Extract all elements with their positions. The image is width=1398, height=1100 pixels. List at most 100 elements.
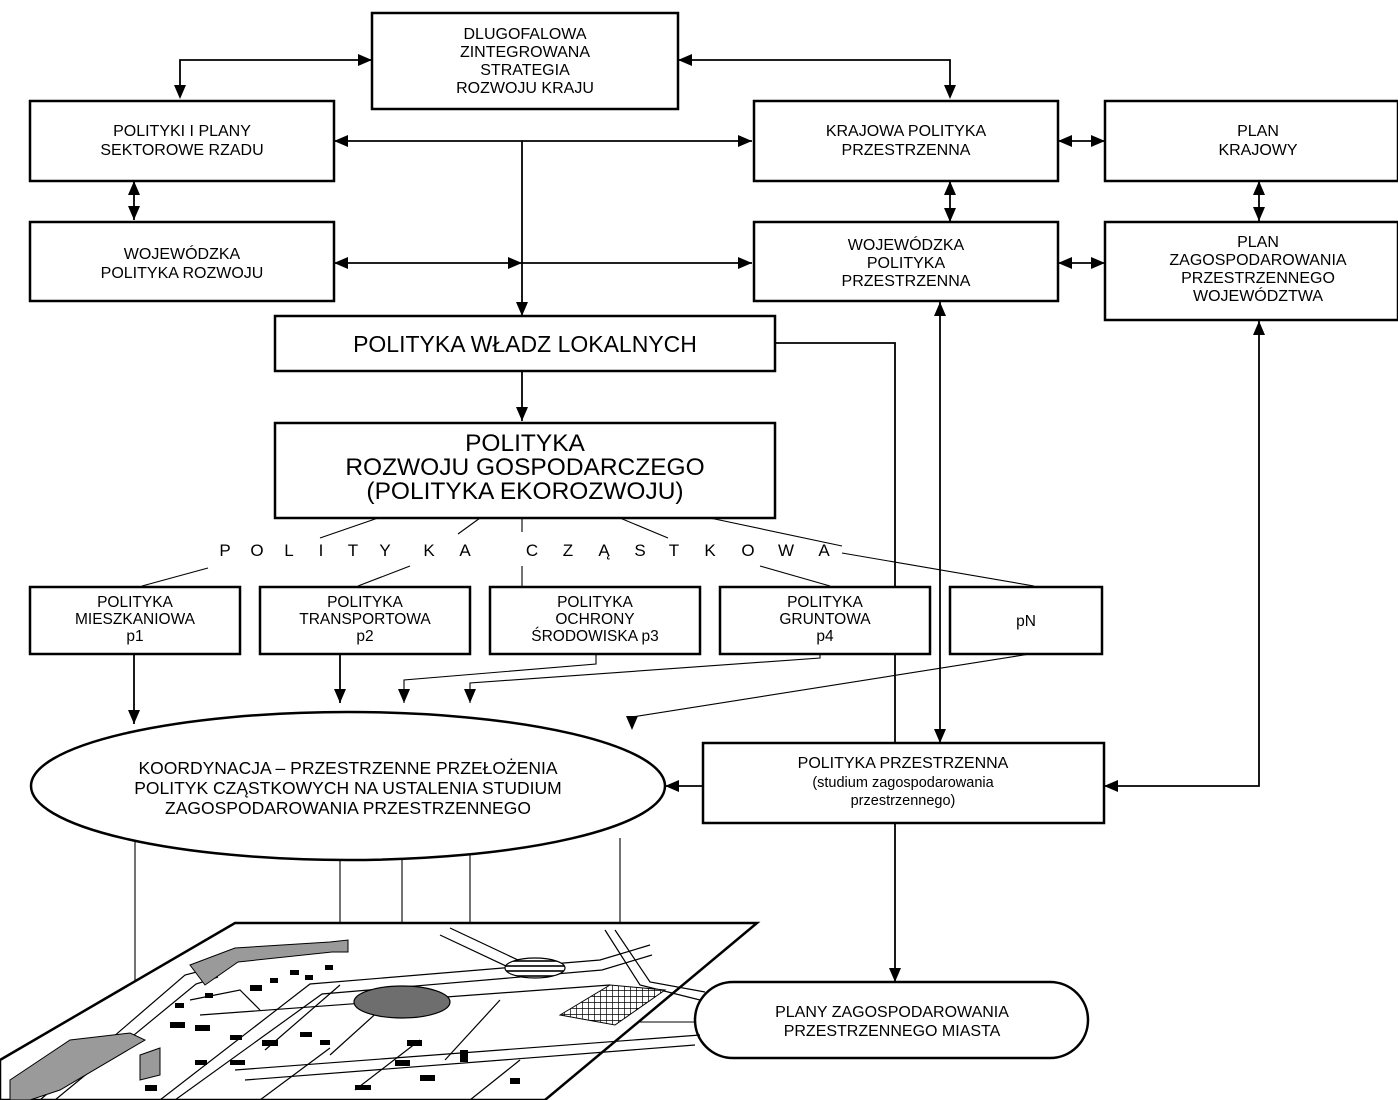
- diagram-label: POLITYKA PRZESTRZENNA: [798, 755, 1009, 772]
- diagram-label: T: [669, 541, 679, 560]
- box-policy-pn: pN: [950, 587, 1102, 654]
- diagram-label: POLITYKA: [327, 594, 403, 611]
- arrowhead: [1058, 135, 1072, 147]
- diagram-label: STRATEGIA: [480, 62, 570, 79]
- arrowhead: [516, 302, 528, 316]
- diagram-label: A: [459, 541, 471, 560]
- diagram-label: POLITYKA: [867, 255, 946, 272]
- box-transport-policy-p2: POLITYKA TRANSPORTOWA p2: [260, 587, 470, 654]
- diagram-label: PRZESTRZENNEGO: [1181, 270, 1335, 287]
- arrowhead: [1104, 780, 1118, 792]
- connectors: [128, 54, 1265, 1022]
- diagram-label: ROZWOJU GOSPODARCZEGO: [345, 454, 704, 481]
- diagram-label: POLITYKA: [787, 594, 863, 611]
- diagram-label: K: [423, 541, 435, 560]
- arrowhead: [889, 968, 901, 982]
- box-voivodeship-development-policy: WOJEWÓDZKA POLITYKA ROZWOJU: [30, 222, 334, 301]
- arrowhead: [678, 54, 692, 66]
- arrowhead: [1091, 257, 1105, 269]
- arrowhead: [665, 780, 679, 792]
- arrowhead: [1253, 207, 1265, 221]
- partial-policy-caption: P O L I T Y K A C Z Ą S T K O W A: [219, 541, 830, 560]
- box-housing-policy-p1: POLITYKA MIESZKANIOWA p1: [30, 587, 240, 654]
- diagram-label: p4: [816, 628, 834, 645]
- diagram-label: ŚRODOWISKA p3: [531, 627, 658, 645]
- box-national-spatial-policy: KRAJOWA POLITYKA PRZESTRZENNA: [754, 101, 1058, 181]
- diagram-label: KRAJOWA POLITYKA: [826, 123, 987, 140]
- diagram-label: (studium zagospodarowania: [812, 775, 994, 791]
- diagram-label: SEKTOROWE RZADU: [100, 142, 263, 159]
- diagram-label: I: [319, 541, 324, 560]
- arrowhead: [1253, 181, 1265, 195]
- diagram-label: PRZESTRZENNA: [842, 273, 971, 290]
- city-plans-pill: PLANY ZAGOSPODAROWANIA PRZESTRZENNEGO MI…: [695, 982, 1088, 1058]
- diagram-label: ROZWOJU KRAJU: [456, 80, 594, 97]
- diagram-label: MIESZKANIOWA: [75, 611, 196, 628]
- box-economic-development-policy: POLITYKA ROZWOJU GOSPODARCZEGO (POLITYKA…: [275, 423, 775, 518]
- diagram-label: POLITYKA ROZWOJU: [101, 265, 264, 282]
- diagram-label: OCHRONY: [555, 611, 634, 628]
- diagram-label: POLITYKA WŁADZ LOKALNYCH: [353, 331, 697, 357]
- diagram-label: p1: [126, 628, 143, 645]
- diagram-label: L: [284, 541, 293, 560]
- arrowhead: [944, 85, 956, 99]
- diagram-label: O: [741, 541, 754, 560]
- arrowhead: [334, 689, 346, 703]
- box-strategy: DLUGOFALOWA ZINTEGROWANA STRATEGIA ROZWO…: [372, 13, 678, 109]
- diagram-label: (POLITYKA EKOROZWOJU): [366, 478, 683, 505]
- arrowhead: [738, 135, 752, 147]
- diagram-label: WOJEWÓDZTWA: [1193, 286, 1323, 305]
- diagram-label: PRZESTRZENNEGO MIASTA: [784, 1023, 1001, 1040]
- arrowhead: [334, 257, 348, 269]
- diagram-label: K: [704, 541, 716, 560]
- diagram-label: PLANY ZAGOSPODAROWANIA: [775, 1004, 1009, 1021]
- arrowhead: [128, 181, 140, 195]
- diagram-label: T: [348, 541, 358, 560]
- box-spatial-policy-study: POLITYKA PRZESTRZENNA (studium zagospoda…: [703, 743, 1104, 823]
- diagram-label: POLITYKA: [557, 594, 633, 611]
- arrowhead: [626, 716, 638, 730]
- diagram-label: POLITYKA: [97, 594, 173, 611]
- diagram-label: P: [219, 541, 230, 560]
- diagram-label: KRAJOWY: [1218, 142, 1297, 159]
- coordination-ellipse: KOORDYNACJA – PRZESTRZENNE PRZEŁOŻENIA P…: [31, 712, 665, 860]
- diagram-label: Z: [563, 541, 573, 560]
- diagram-label: DLUGOFALOWA: [464, 26, 587, 43]
- arrowhead: [934, 729, 946, 743]
- box-sectoral-policies: POLITYKI I PLANY SEKTOROWE RZADU: [30, 101, 334, 181]
- arrowhead: [398, 689, 410, 703]
- city-map-illustration: [0, 923, 757, 1100]
- diagram-label: PLAN: [1237, 234, 1279, 251]
- box-voivodeship-spatial-policy: WOJEWÓDZKA POLITYKA PRZESTRZENNA: [754, 222, 1058, 301]
- arrowhead: [934, 302, 946, 316]
- arrowhead: [944, 181, 956, 195]
- arrowhead: [944, 208, 956, 222]
- arrowhead: [174, 85, 186, 99]
- diagram-label: POLITYK CZĄSTKOWYCH NA USTALENIA STUDIUM: [134, 778, 562, 798]
- diagram-label: Y: [379, 541, 390, 560]
- arrowhead: [1058, 257, 1072, 269]
- diagram-label: p2: [356, 628, 373, 645]
- diagram-label: KOORDYNACJA – PRZESTRZENNE PRZEŁOŻENIA: [138, 758, 557, 778]
- diagram-label: TRANSPORTOWA: [299, 611, 431, 628]
- diagram-label: O: [250, 541, 263, 560]
- diagram-label: WOJEWÓDZKA: [848, 235, 965, 254]
- arrowhead: [1253, 321, 1265, 335]
- diagram-label: PLAN: [1237, 123, 1279, 140]
- arrowhead: [1091, 135, 1105, 147]
- box-national-plan: PLAN KRAJOWY: [1105, 101, 1398, 181]
- box-land-policy-p4: POLITYKA GRUNTOWA p4: [720, 587, 930, 654]
- diagram-label: ZAGOSPODAROWANIA PRZESTRZENNEGO: [165, 798, 531, 818]
- diagram-label: A: [818, 541, 830, 560]
- diagram-label: POLITYKI I PLANY: [113, 123, 251, 140]
- arrowhead: [516, 407, 528, 421]
- diagram-label: W: [778, 541, 794, 560]
- arrowhead: [738, 257, 752, 269]
- diagram-label: WOJEWÓDZKA: [124, 244, 241, 263]
- diagram-label: GRUNTOWA: [779, 611, 871, 628]
- diagram-label: ZINTEGROWANA: [460, 44, 590, 61]
- arrowhead: [358, 54, 372, 66]
- arrowhead: [508, 257, 522, 269]
- box-local-authority-policy: POLITYKA WŁADZ LOKALNYCH: [275, 316, 775, 371]
